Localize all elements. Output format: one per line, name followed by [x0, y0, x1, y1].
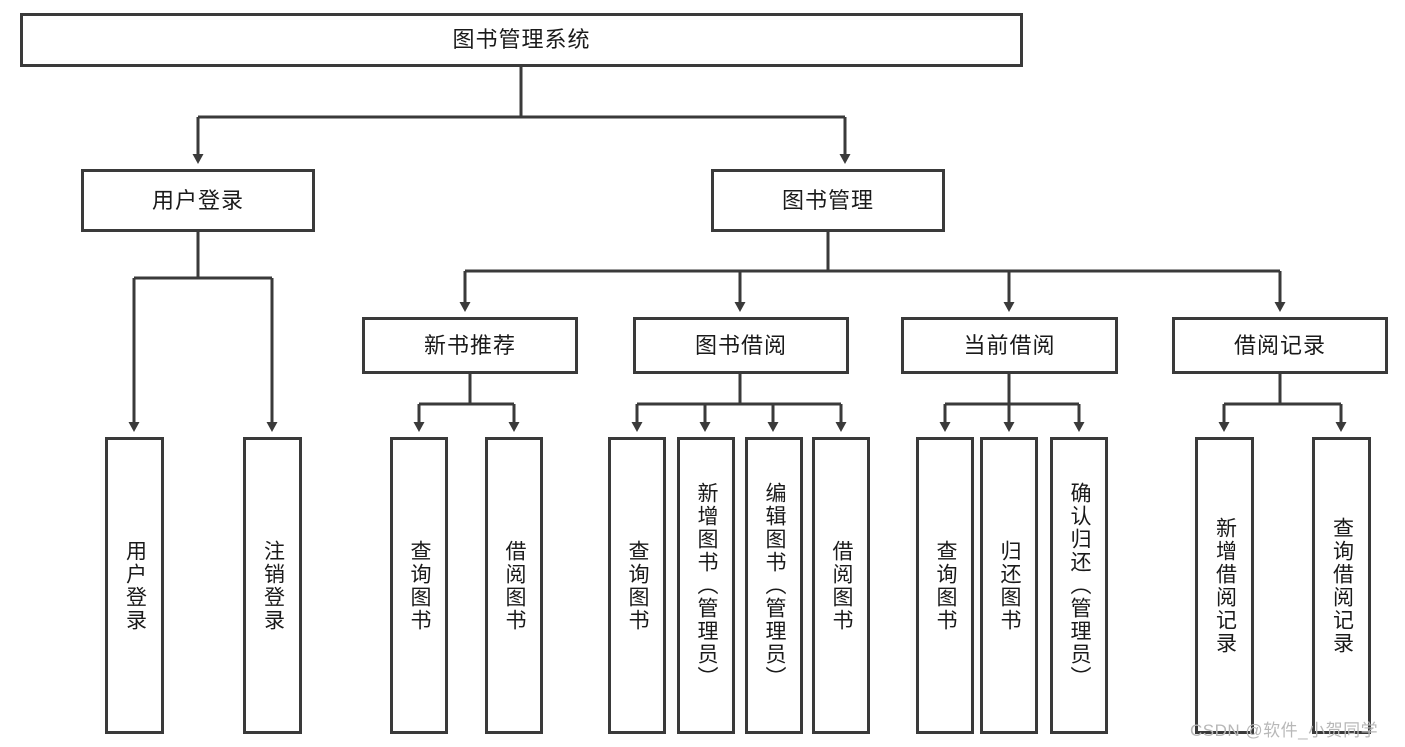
node-label: 借阅图书 — [830, 539, 854, 632]
leaf-borrow-borrow-book[interactable]: 借阅图书 — [812, 437, 870, 734]
node-label: 用户登录 — [151, 187, 244, 213]
node-label: 查询图书 — [626, 539, 650, 632]
leaf-borrow-add-book-admin[interactable]: 新增图书（管理员） — [677, 437, 735, 734]
node-label: 图书管理系统 — [452, 27, 591, 53]
leaf-user-login-login[interactable]: 用户登录 — [105, 437, 164, 734]
leaf-records-add-record[interactable]: 新增借阅记录 — [1195, 437, 1254, 734]
node-label: 查询图书 — [934, 539, 958, 632]
node-book-borrow[interactable]: 图书借阅 — [633, 317, 849, 374]
node-label: 借阅图书 — [503, 539, 527, 632]
leaf-user-login-logout[interactable]: 注销登录 — [243, 437, 302, 734]
leaf-new-book-borrow[interactable]: 借阅图书 — [485, 437, 543, 734]
leaf-borrow-edit-book-admin[interactable]: 编辑图书（管理员） — [745, 437, 803, 734]
node-root-system[interactable]: 图书管理系统 — [20, 13, 1023, 67]
node-new-book-recommend[interactable]: 新书推荐 — [362, 317, 578, 374]
node-label: 确认归还（管理员） — [1068, 482, 1092, 689]
node-label: 归还图书 — [998, 539, 1022, 632]
leaf-current-confirm-return-admin[interactable]: 确认归还（管理员） — [1050, 437, 1108, 734]
leaf-new-book-query[interactable]: 查询图书 — [390, 437, 448, 734]
node-borrow-records[interactable]: 借阅记录 — [1172, 317, 1388, 374]
leaf-current-return-book[interactable]: 归还图书 — [980, 437, 1038, 734]
leaf-records-query-record[interactable]: 查询借阅记录 — [1312, 437, 1371, 734]
node-label: 图书管理 — [781, 187, 874, 213]
node-label: 注销登录 — [261, 539, 285, 632]
watermark-csdn: CSDN @软件_小贺同学 — [1190, 721, 1379, 740]
node-label: 新书推荐 — [423, 332, 516, 358]
node-label: 当前借阅 — [963, 332, 1056, 358]
node-label: 新增借阅记录 — [1213, 516, 1237, 655]
node-label: 编辑图书（管理员） — [763, 482, 787, 689]
node-book-management[interactable]: 图书管理 — [711, 169, 945, 232]
node-label: 查询借阅记录 — [1330, 516, 1354, 655]
node-current-borrow[interactable]: 当前借阅 — [901, 317, 1118, 374]
leaf-borrow-query-book[interactable]: 查询图书 — [608, 437, 666, 734]
node-label: 查询图书 — [408, 539, 432, 632]
leaf-current-query-book[interactable]: 查询图书 — [916, 437, 974, 734]
node-label: 图书借阅 — [694, 332, 787, 358]
node-user-login[interactable]: 用户登录 — [81, 169, 315, 232]
node-label: 借阅记录 — [1233, 332, 1326, 358]
node-label: 用户登录 — [123, 539, 147, 632]
node-label: 新增图书（管理员） — [695, 482, 719, 689]
